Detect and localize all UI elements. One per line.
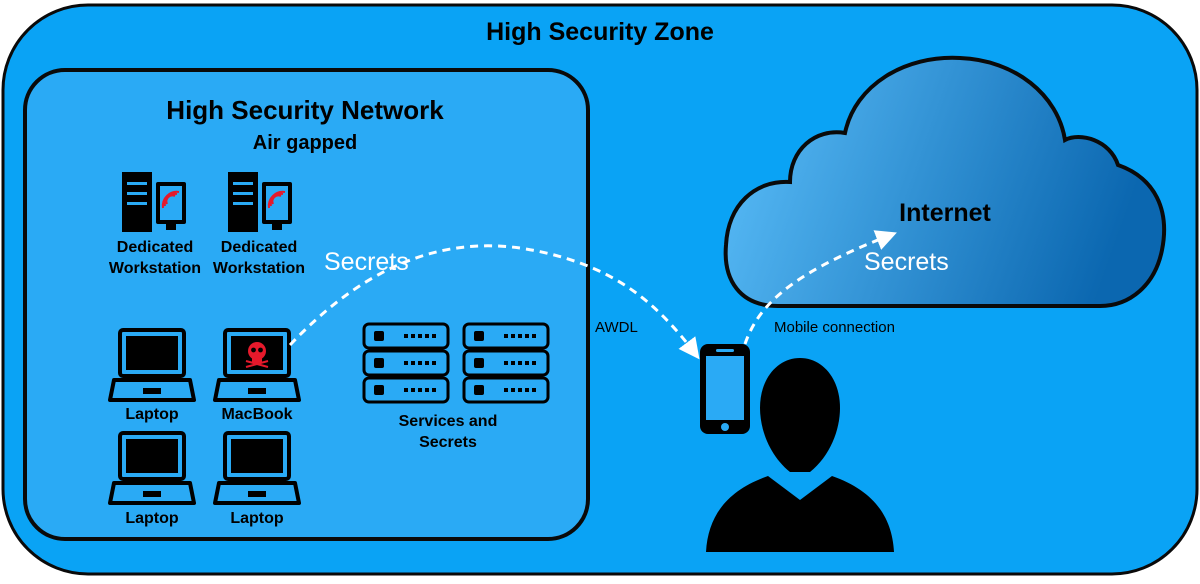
laptop-icon	[108, 328, 196, 402]
laptop-label: Laptop	[125, 510, 179, 527]
laptop-skull-icon	[213, 328, 301, 402]
server-rack-icon	[462, 322, 550, 404]
mobile-connection-label: Mobile connection	[774, 319, 895, 336]
internet-label: Internet	[899, 199, 991, 227]
flow-arrow-awdl	[288, 244, 700, 360]
awdl-label: AWDL	[595, 319, 638, 336]
servers-label: Services and Secrets	[398, 413, 498, 451]
workstation-label: Dedicated Workstation	[108, 239, 202, 277]
secrets-label-right: Secrets	[864, 248, 949, 276]
person-silhouette-icon	[706, 358, 894, 552]
laptop-icon	[108, 431, 196, 505]
laptop-label: Laptop	[125, 406, 179, 423]
zone-title: High Security Zone	[486, 18, 714, 46]
secrets-label-left: Secrets	[324, 248, 409, 276]
workstation-label: Dedicated Workstation	[212, 239, 306, 277]
macbook-label: MacBook	[221, 406, 293, 423]
network-subtitle: Air gapped	[252, 132, 358, 154]
cloud-icon	[723, 55, 1167, 308]
workstation-icon	[228, 172, 292, 232]
flow-arrow-mobile	[743, 230, 897, 345]
laptop-icon	[213, 431, 301, 505]
workstation-icon	[122, 172, 186, 232]
skull-icon	[245, 342, 269, 368]
laptop-label: Laptop	[230, 510, 284, 527]
smartphone-icon	[700, 344, 750, 434]
server-rack-icon	[362, 322, 450, 404]
network-title: High Security Network	[166, 95, 444, 125]
